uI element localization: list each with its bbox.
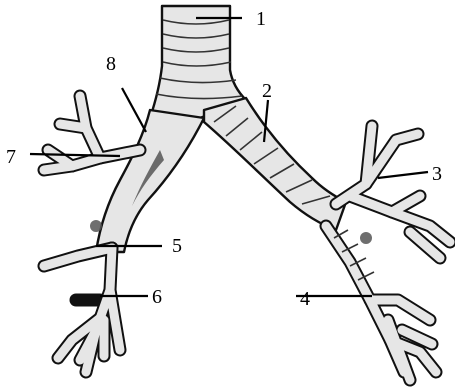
leader-line-3 [378,172,428,178]
left-main-bronchus [204,98,346,230]
right-upper-lobe-bronchus [44,96,140,170]
label-3: 3 [432,163,442,185]
leader-line-8 [122,88,146,132]
label-4: 4 [300,288,310,310]
label-8: 8 [106,53,116,75]
left-upper-lobe-bronchus [336,126,450,258]
label-1: 1 [256,8,266,30]
label-5: 5 [172,235,182,257]
label-2: 2 [262,80,272,102]
label-7: 7 [6,146,16,168]
right-main-bronchus [96,110,204,252]
left-lower-lobe-bronchus [326,226,436,380]
label-6: 6 [152,286,162,308]
